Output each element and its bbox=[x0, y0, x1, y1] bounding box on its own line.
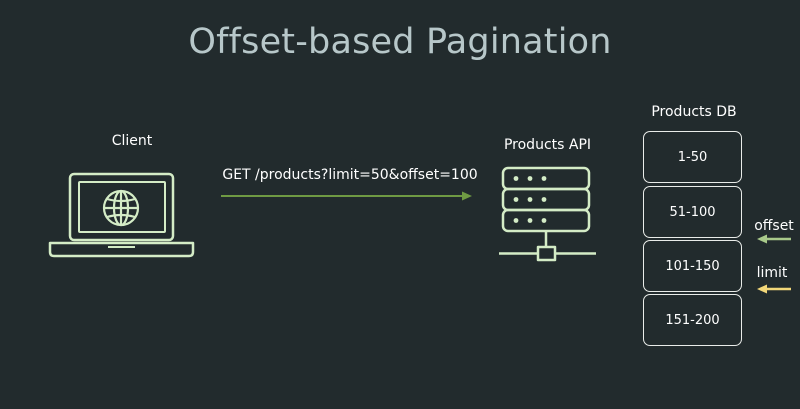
client-label: Client bbox=[111, 133, 153, 149]
offset-arrow bbox=[757, 234, 791, 244]
db-row: 51-100 bbox=[643, 186, 742, 238]
laptop-icon bbox=[48, 172, 195, 258]
limit-arrow bbox=[757, 284, 791, 294]
request-arrow bbox=[221, 191, 472, 201]
globe-icon bbox=[102, 189, 140, 227]
limit-label: limit bbox=[756, 265, 788, 281]
page-title: Offset-based Pagination bbox=[188, 22, 612, 62]
db-row-label: 101-150 bbox=[665, 258, 720, 274]
db-row-label: 51-100 bbox=[669, 204, 716, 220]
db-row-label: 151-200 bbox=[665, 312, 720, 328]
request-text: GET /products?limit=50&offset=100 bbox=[222, 167, 478, 183]
db-row: 151-200 bbox=[643, 294, 742, 346]
db-row-label: 1-50 bbox=[677, 149, 708, 165]
db-label: Products DB bbox=[651, 104, 737, 120]
api-label: Products API bbox=[503, 137, 592, 153]
server-icon bbox=[499, 166, 596, 262]
db-row: 101-150 bbox=[643, 240, 742, 292]
db-row: 1-50 bbox=[643, 131, 742, 183]
offset-label: offset bbox=[754, 218, 794, 234]
server-lights bbox=[513, 176, 547, 223]
